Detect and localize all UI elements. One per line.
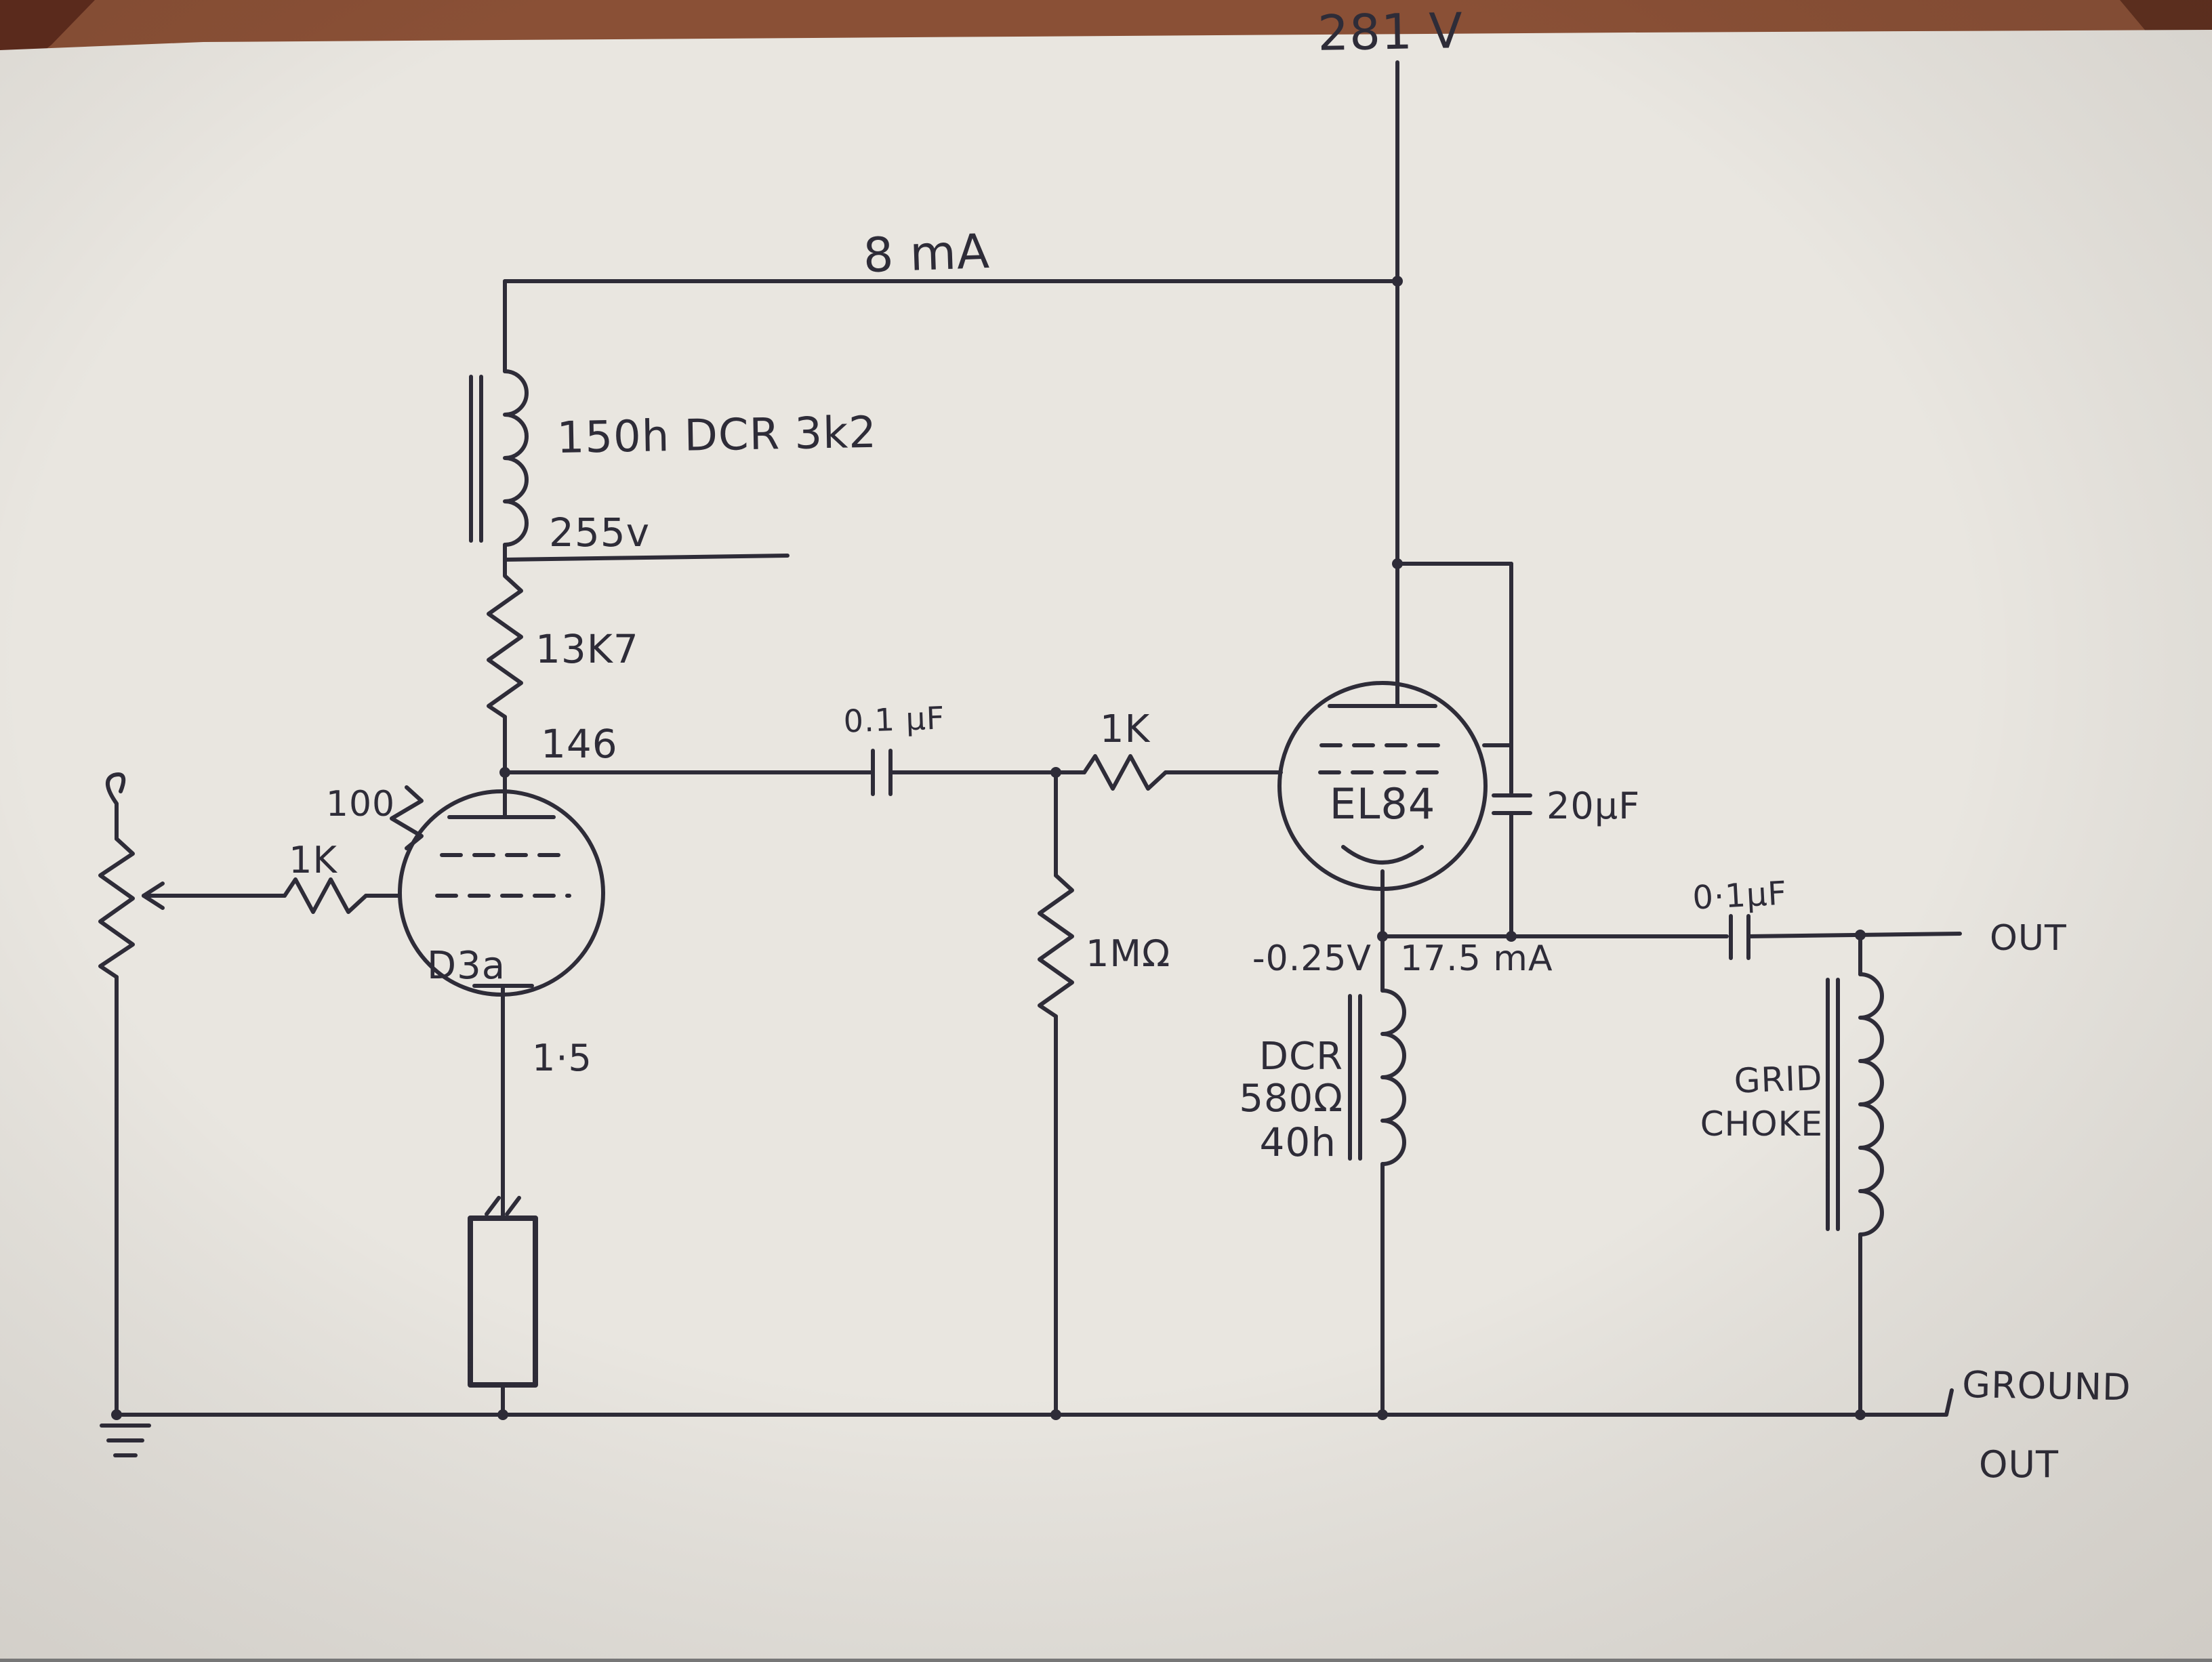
photo-vignette (0, 0, 2212, 1659)
schematic-canvas: 281 V 8 mA 150h DCR 3k2 255v 13K7 146 0.… (0, 0, 2212, 1659)
